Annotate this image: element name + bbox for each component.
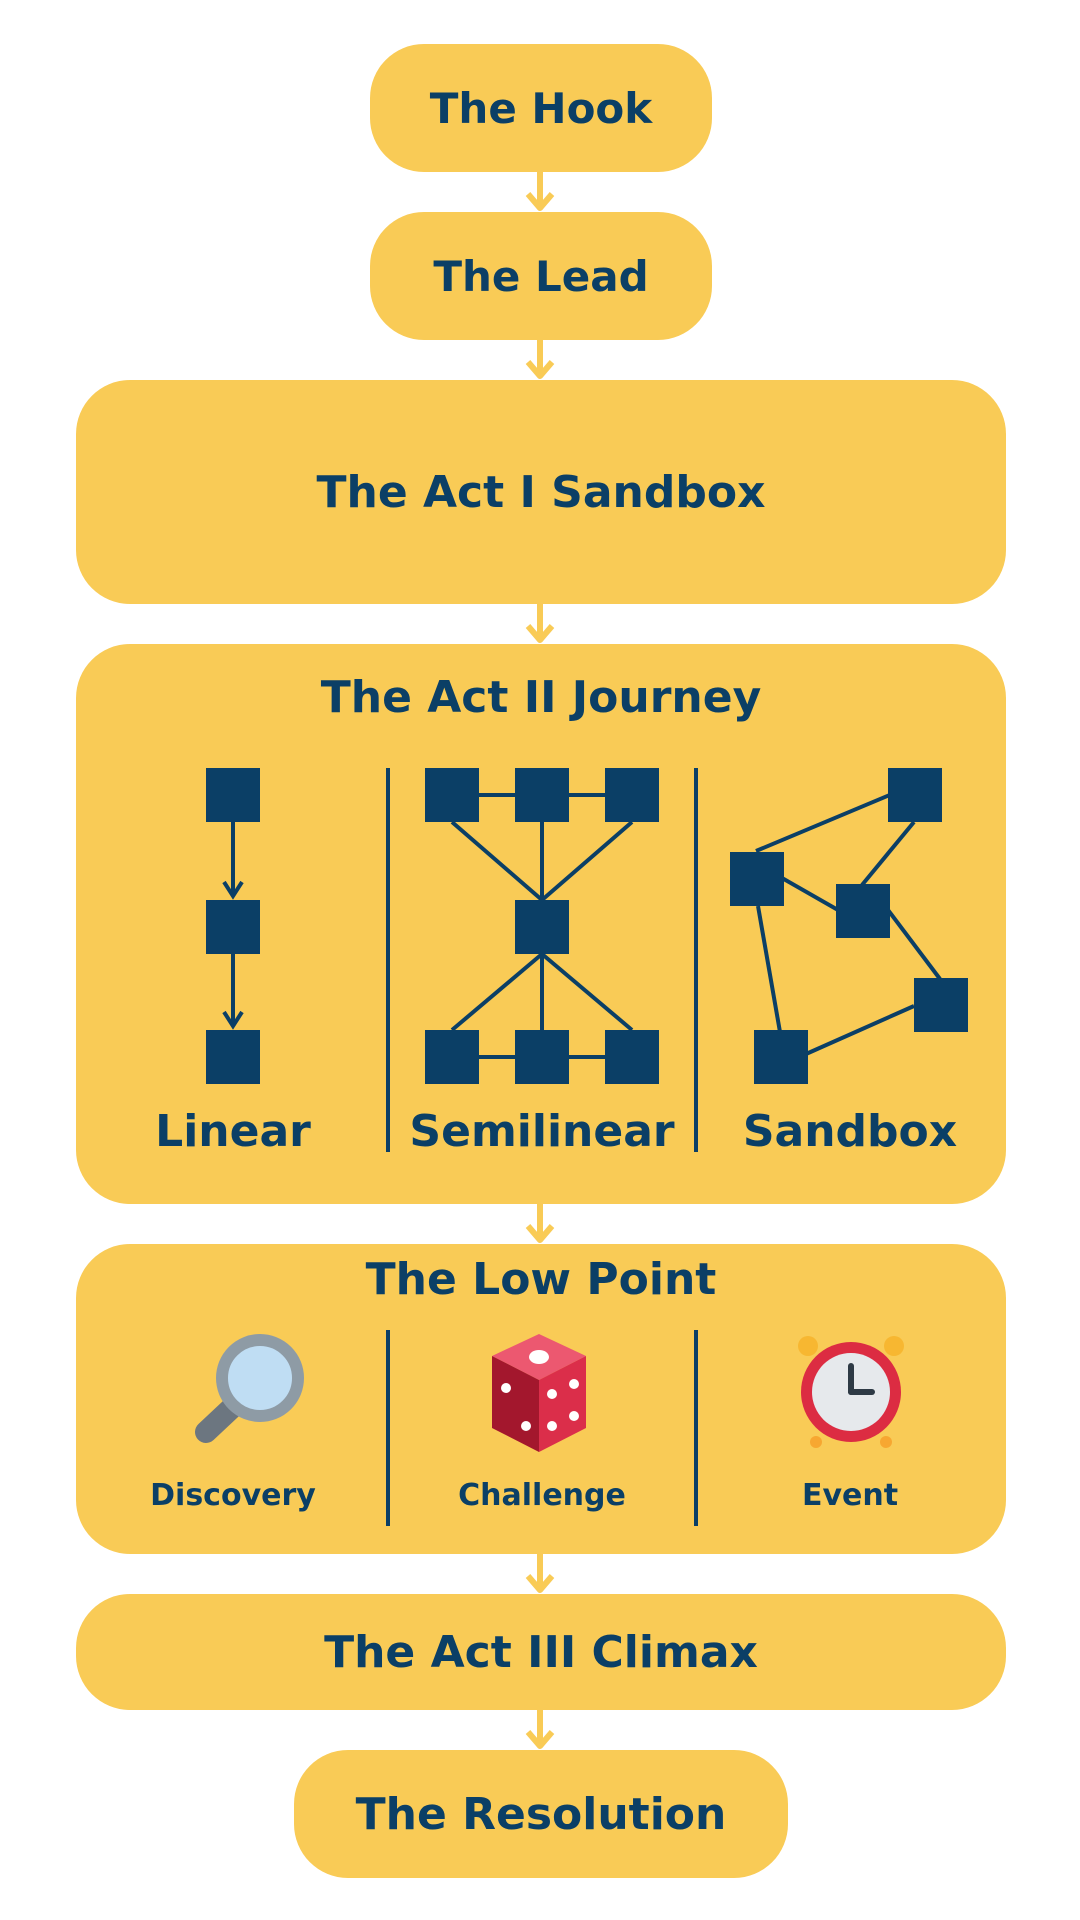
- low-point-box: The Low Point: [76, 1244, 1006, 1554]
- die-icon: [492, 1334, 586, 1452]
- act2-divider-1: [386, 768, 390, 1152]
- semilinear-node-top-3: [605, 768, 659, 822]
- sandbox-node-3: [836, 884, 890, 938]
- sandbox-node-2: [730, 852, 784, 906]
- sandbox-node-4: [914, 978, 968, 1032]
- linear-node-3: [206, 1030, 260, 1084]
- sandbox-diagram: [730, 768, 968, 1084]
- arrow-act2-to-low-point: [525, 1204, 555, 1243]
- magnifying-glass-icon: [195, 1334, 304, 1443]
- resolution-box: The Resolution: [294, 1750, 788, 1878]
- low-point-divider-1: [386, 1330, 390, 1526]
- arrow-act1-to-act2: [525, 604, 555, 643]
- semilinear-label: Semilinear: [409, 1106, 675, 1157]
- alarm-clock-icon: [798, 1336, 904, 1448]
- semilinear-node-bottom-3: [605, 1030, 659, 1084]
- linear-node-1: [206, 768, 260, 822]
- semilinear-node-bottom-1: [425, 1030, 479, 1084]
- hook-box: The Hook: [370, 44, 712, 172]
- act1-label: The Act I Sandbox: [316, 466, 766, 518]
- discovery-label: Discovery: [150, 1478, 316, 1513]
- arrow-lead-to-act1: [525, 340, 555, 379]
- arrow-low-point-to-act3: [525, 1554, 555, 1593]
- lead-label: The Lead: [433, 251, 649, 301]
- challenge-label: Challenge: [458, 1478, 626, 1513]
- act1-box: The Act I Sandbox: [76, 380, 1006, 604]
- arrow-hook-to-lead: [525, 172, 555, 211]
- low-point-divider-2: [694, 1330, 698, 1526]
- resolution-label: The Resolution: [355, 1788, 727, 1840]
- hook-label: The Hook: [429, 83, 653, 133]
- act2-title: The Act II Journey: [320, 672, 762, 723]
- semilinear-diagram: [425, 768, 659, 1084]
- sandbox-label: Sandbox: [742, 1106, 958, 1157]
- event-label: Event: [801, 1478, 899, 1513]
- low-point-title: The Low Point: [365, 1254, 717, 1305]
- act3-box: The Act III Climax: [76, 1594, 1006, 1710]
- act2-box: The Act II Journey: [76, 644, 1006, 1204]
- act2-divider-2: [694, 768, 698, 1152]
- sandbox-node-5: [754, 1030, 808, 1084]
- semilinear-node-top-1: [425, 768, 479, 822]
- linear-label: Linear: [155, 1106, 311, 1157]
- semilinear-node-center: [515, 900, 569, 954]
- semilinear-node-bottom-2: [515, 1030, 569, 1084]
- sandbox-node-1: [888, 768, 942, 822]
- lead-box: The Lead: [370, 212, 712, 340]
- linear-node-2: [206, 900, 260, 954]
- linear-diagram: [206, 768, 260, 1084]
- semilinear-node-top-2: [515, 768, 569, 822]
- act3-label: The Act III Climax: [324, 1626, 758, 1678]
- arrow-act3-to-resolution: [525, 1710, 555, 1749]
